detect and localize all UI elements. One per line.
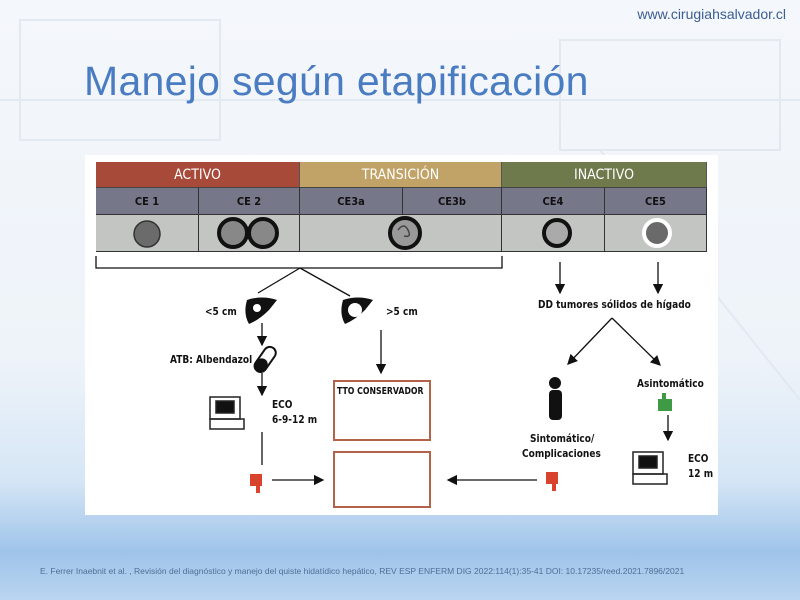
antibiotic-label: ATB: Albendazol [170, 353, 253, 366]
thumb-down-icon [250, 474, 262, 493]
eco-right-label: ECO [688, 452, 709, 465]
type-ce4: CE4 [502, 187, 605, 214]
eco-left-interval: 6-9-12 m [272, 413, 318, 426]
type-ce1: CE 1 [96, 187, 199, 214]
pill-icon [253, 345, 277, 373]
slide-title: Manejo según etapificación [84, 58, 589, 104]
asymptomatic-label: Asintomático [637, 377, 704, 390]
small-cyst-label: <5 cm [205, 305, 237, 318]
conservative-treatment-box [333, 380, 431, 441]
differential-label: DD tumores sólidos de hígado [538, 298, 691, 311]
stage-activo: ACTIVO [96, 162, 300, 187]
symptomatic-label: Sintomático/ [530, 432, 595, 445]
large-cyst-label: >5 cm [386, 305, 418, 318]
site-url[interactable]: www.cirugiahsalvador.cl [637, 6, 786, 22]
cyst-icons [133, 216, 672, 250]
eco-right-interval: 12 m [688, 467, 714, 480]
type-ce5: CE5 [605, 187, 707, 214]
stage-inactivo: INACTIVO [502, 162, 707, 187]
patient-pain-icon [549, 377, 562, 420]
type-ce2: CE 2 [199, 187, 300, 214]
reference-citation: E. Ferrer Inaebnit et al. , Revisión del… [40, 566, 685, 576]
complications-label: Complicaciones [522, 447, 601, 460]
thumb-down-icon [546, 472, 558, 491]
thumb-up-icon [658, 393, 672, 411]
surgery-box [333, 451, 431, 508]
stage-transicion: TRANSICIÓN [300, 162, 502, 187]
type-ce3a: CE3a [300, 187, 403, 214]
ultrasound-icon [209, 396, 668, 485]
eco-left-label: ECO [272, 398, 293, 411]
liver-icon [245, 297, 277, 324]
type-ce3b: CE3b [403, 187, 502, 214]
conservative-label: TTO CONSERVADOR [337, 386, 424, 397]
